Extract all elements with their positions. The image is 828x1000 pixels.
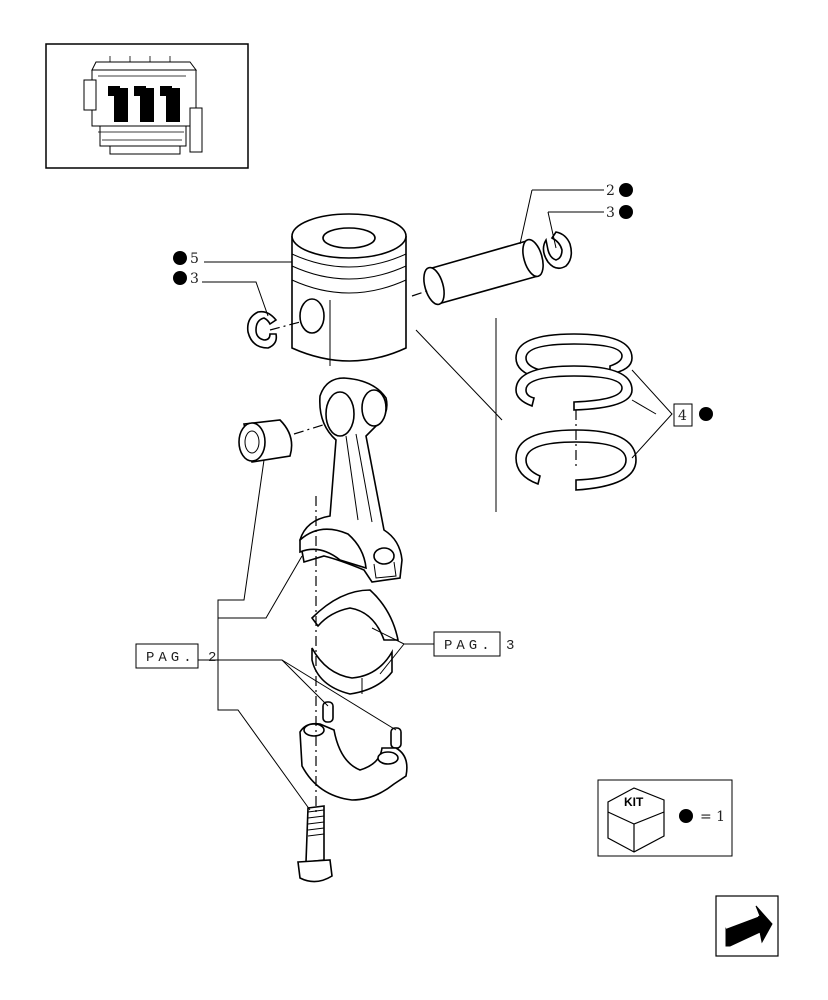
circlip-left[interactable] — [246, 310, 278, 349]
svg-text:5: 5 — [190, 251, 199, 267]
piston[interactable] — [291, 213, 407, 366]
dowel-pin-right[interactable] — [390, 727, 402, 749]
circlip-right[interactable] — [542, 231, 573, 270]
callout-ring-set[interactable]: 4 — [673, 403, 713, 427]
leader-lines — [198, 189, 673, 811]
piston-ring-set[interactable] — [515, 333, 637, 491]
gudgeon-pin[interactable] — [420, 237, 547, 306]
connecting-rod-cap[interactable] — [299, 722, 408, 801]
page-ref-bearings[interactable]: PAG. 3 — [433, 631, 518, 657]
svg-text:4: 4 — [678, 408, 687, 424]
callout-circlip-left[interactable]: 3 — [173, 271, 199, 287]
svg-text:PAG. 3: PAG. 3 — [444, 638, 518, 654]
small-end-bush[interactable] — [238, 419, 293, 463]
svg-text:KIT: KIT — [624, 795, 644, 809]
callout-piston[interactable]: 5 — [173, 251, 199, 267]
dowel-pin-left[interactable] — [322, 701, 334, 723]
kit-cube-icon: KIT — [607, 787, 665, 853]
kit-dot-icon — [679, 809, 693, 823]
page-ref-connecting-rod[interactable]: PAG. 2 — [135, 643, 220, 669]
bearing-shell-lower[interactable] — [311, 647, 393, 695]
svg-text:3: 3 — [190, 271, 199, 287]
svg-text:2: 2 — [606, 183, 615, 199]
callout-gudgeon-pin[interactable]: 2 — [606, 183, 633, 199]
svg-text:PAG. 2: PAG. 2 — [146, 650, 220, 666]
kit-legend: KIT = 1 — [597, 779, 733, 857]
callout-circlip-right[interactable]: 3 — [606, 205, 633, 221]
conrod-bolt[interactable] — [297, 805, 333, 883]
svg-text:= 1: = 1 — [700, 809, 725, 825]
connecting-rod[interactable] — [299, 377, 403, 583]
navigation-arrow-icon[interactable] — [715, 895, 779, 957]
engine-thumbnail-icon[interactable] — [45, 43, 249, 169]
svg-text:3: 3 — [606, 205, 615, 221]
bearing-shell-upper[interactable] — [310, 589, 399, 641]
